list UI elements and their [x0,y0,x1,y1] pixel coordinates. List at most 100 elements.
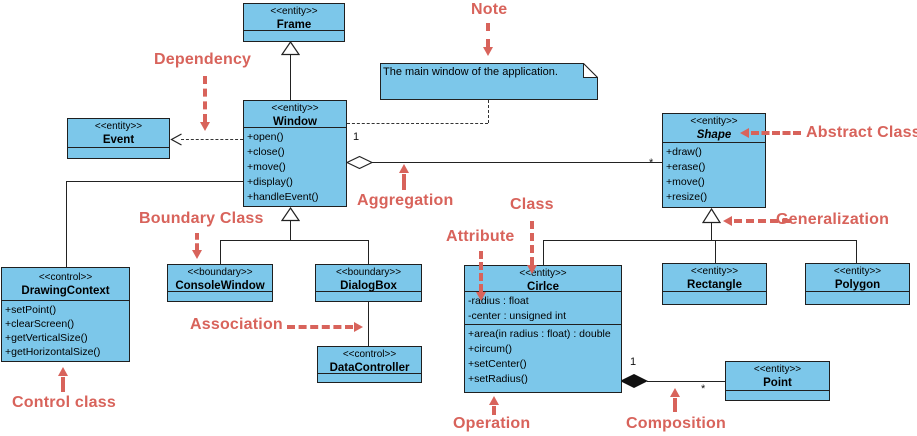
frame-window-generalization-line [290,55,291,100]
class-consolewindow-empty-compartment [168,292,272,301]
class-name: Rectangle [687,279,742,291]
annotation-generalization-arrowhead [723,216,732,226]
class-name: Point [763,377,792,389]
method: +move() [247,161,286,173]
class-circle-methods: +area(in radius : float) : double +circu… [465,325,621,392]
composition-multiplicity-one: 1 [630,356,637,368]
class-frame[interactable]: <<entity>> Frame [243,3,345,42]
class-window-header: <<entity>> Window [244,101,346,128]
annotation-dependency-arrowhead [200,122,210,131]
method: +draw() [666,146,702,158]
stereotype-label: <<entity>> [270,6,318,17]
class-name: Shape [696,129,732,141]
annotation-association-arrowhead [354,322,363,332]
class-drawingcontext-methods: +setPoint() +clearScreen() +getVerticalS… [2,301,129,361]
class-shape[interactable]: <<entity>> Shape +draw() +erase() +move(… [662,113,766,208]
class-name: DialogBox [340,280,397,292]
method: +erase() [666,161,706,173]
class-event-header: <<entity>> Event [68,119,169,148]
stereotype-label: <<entity>> [690,266,739,277]
method: +move() [666,176,705,188]
aggregation-diamond [346,155,373,170]
composition-multiplicity-many: * [701,383,706,395]
aggregation-multiplicity-many: * [649,157,654,169]
note-outline [380,62,599,100]
class-name: Polygon [834,279,881,291]
class-event-empty-compartment [68,148,169,158]
class-shape-methods: +draw() +erase() +move() +resize() [663,143,765,207]
note-anchor-line-h [347,123,488,124]
class-window[interactable]: <<entity>> Window +open() +close() +move… [243,100,347,207]
circle-point-composition-line [647,381,725,382]
class-name: DataController [329,362,410,374]
class-frame-empty-compartment [244,31,344,41]
annotation-note: Note [471,1,508,18]
stereotype-label: <<boundary>> [187,267,253,278]
class-dialogbox[interactable]: <<boundary>> DialogBox [315,264,422,302]
dependency-open-arrow [170,133,182,146]
method: +resize() [666,191,708,203]
stereotype-label: <<entity>> [833,266,882,277]
dialogbox-datacontroller-association-line [368,302,369,346]
class-point[interactable]: <<entity>> Point [725,361,830,401]
annotation-control-class-arrow [61,377,65,392]
note-shape[interactable]: The main window of the application. [380,62,599,100]
stereotype-label: <<control>> [38,272,93,283]
class-rectangle-header: <<entity>> Rectangle [663,264,766,292]
class-name: DrawingContext [21,285,110,297]
annotation-dependency: Dependency [154,51,252,68]
composition-diamond [620,373,648,389]
method: +close() [247,146,285,158]
annotation-class-arrowhead [527,265,537,274]
stereotype-label: <<entity>> [519,268,567,279]
method: +area(in radius : float) : double [468,328,611,340]
class-datacontroller[interactable]: <<control>> DataController [317,346,422,383]
stereotype-label: <<entity>> [753,364,802,375]
class-circle-attributes: -radius : float -center : unsigned int [465,292,621,325]
annotation-composition-arrowhead [670,388,680,397]
stereotype-label: <<entity>> [690,116,738,127]
annotation-abstract-class-arrowhead [740,128,749,138]
method: +circum() [468,343,513,355]
annotation-control-class: Control class [12,394,116,411]
class-consolewindow[interactable]: <<boundary>> ConsoleWindow [167,264,273,302]
window-drawingcontext-line-h [66,181,243,182]
class-drawingcontext[interactable]: <<control>> DrawingContext +setPoint() +… [1,267,130,362]
class-event[interactable]: <<entity>> Event [67,118,170,159]
annotation-abstract-class-arrow [751,131,801,135]
stereotype-label: <<entity>> [271,103,319,114]
dialogbox-drop-line [368,240,369,264]
annotation-aggregation-arrowhead [399,164,409,173]
annotation-note-arrow [486,23,490,47]
class-name: Cirlce [527,281,559,293]
annotation-control-class-arrowhead [58,367,68,376]
method: +setRadius() [468,373,528,385]
stereotype-label: <<entity>> [94,121,143,132]
annotation-generalization: Generalization [776,211,890,228]
class-polygon[interactable]: <<entity>> Polygon [805,263,910,305]
method: +open() [247,131,284,143]
consolewindow-drop-line [220,240,221,264]
circle-drop-line [543,240,544,265]
annotation-boundary-class: Boundary Class [139,210,264,227]
class-circle[interactable]: <<entity>> Cirlce -radius : float -cente… [464,265,622,393]
annotation-abstract-class: Abstract Class [806,124,917,141]
class-rectangle[interactable]: <<entity>> Rectangle [662,263,767,305]
class-circle-header: <<entity>> Cirlce [465,266,621,293]
class-name: Event [102,134,135,146]
class-frame-header: <<entity>> Frame [244,4,344,31]
annotation-class: Class [510,196,554,213]
annotation-association: Association [190,316,283,333]
generalization-triangle-frame [281,41,300,56]
polygon-drop-line [856,240,857,263]
annotation-composition-arrow [673,398,677,412]
annotation-class-arrow [530,221,534,265]
method: +display() [247,176,293,188]
annotation-note-arrowhead [483,47,493,56]
annotation-operation: Operation [453,415,531,432]
annotation-association-arrow [287,325,353,329]
method: +setCenter() [468,358,527,370]
annotation-operation-arrow [492,406,496,415]
attribute: -center : unsigned int [468,310,567,322]
